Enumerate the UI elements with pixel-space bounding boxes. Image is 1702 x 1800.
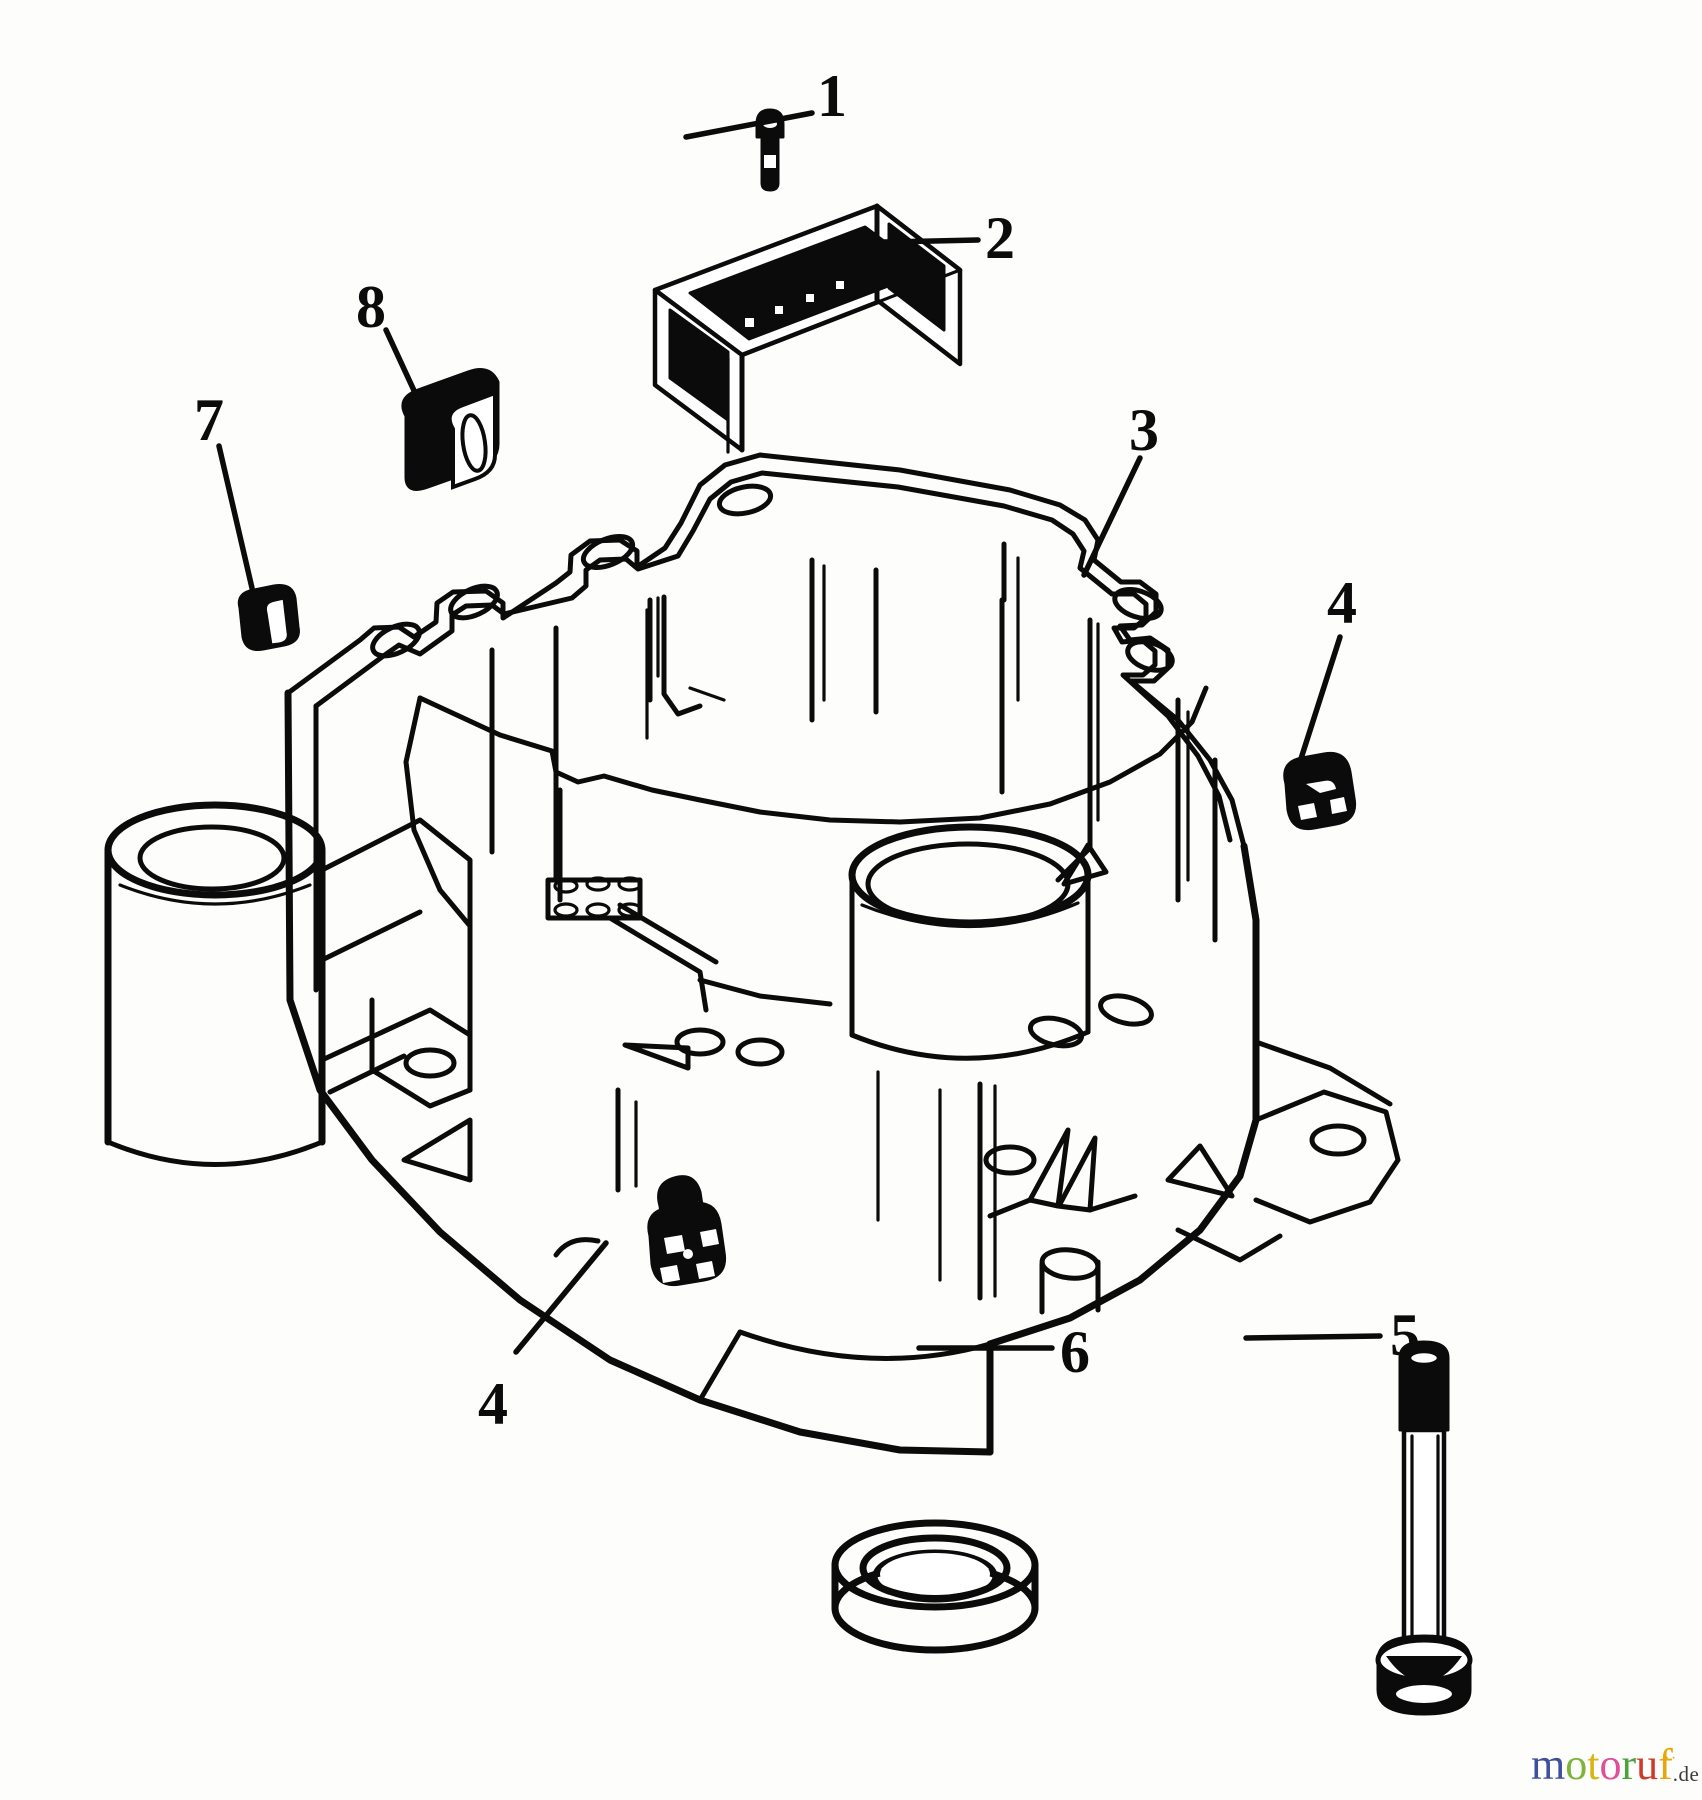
leader-8	[383, 327, 426, 413]
callout-label-6: 6	[1060, 1319, 1090, 1385]
callout-label-8: 8	[356, 274, 386, 340]
logo-letter-t: t	[1587, 1740, 1600, 1789]
leader-4b	[513, 1240, 609, 1355]
logo-letter-m: m	[1531, 1740, 1566, 1789]
leader-5	[1243, 1333, 1383, 1341]
callout-label-4-right: 4	[1327, 570, 1357, 636]
logo-letter-f: f	[1658, 1740, 1673, 1789]
logo-letter-u: u	[1636, 1740, 1659, 1789]
part-4a-plug-fitting	[1283, 751, 1357, 831]
callout-label-7: 7	[194, 387, 224, 453]
logo-suffix-de: .de	[1672, 1762, 1700, 1786]
callout-label-5: 5	[1390, 1302, 1420, 1368]
leader-2	[838, 237, 981, 246]
part-5-long-flange-bolt	[1375, 1340, 1473, 1716]
callout-leader-lines	[216, 110, 1383, 1355]
callout-label-3: 3	[1129, 397, 1159, 463]
motoruf-watermark-logo: motoruf.de ˙˙	[1531, 1742, 1699, 1795]
logo-dots: ˙˙	[1664, 1753, 1678, 1772]
logo-letter-o1: o	[1565, 1740, 1588, 1789]
leader-1	[683, 110, 815, 140]
flange-bolt-holes	[370, 483, 1175, 673]
leader-3	[1081, 455, 1143, 578]
callout-label-4-bottom: 4	[478, 1371, 508, 1437]
part-3-crankcase-housing	[104, 452, 1401, 1456]
leader-4a	[1295, 634, 1343, 771]
part-7-small-bushing	[237, 584, 300, 651]
crankshaft-bore	[848, 823, 1092, 1061]
callout-label-2: 2	[985, 205, 1015, 271]
logo-letter-o2: o	[1599, 1740, 1622, 1789]
part-8-spacer-bushing	[401, 368, 500, 491]
part-6-oil-seal-ring	[831, 1519, 1039, 1654]
callout-label-1: 1	[817, 63, 847, 129]
oil-pickup-detail	[545, 876, 643, 921]
logo-letter-r: r	[1621, 1740, 1637, 1789]
leader-7	[216, 443, 255, 591]
part-4b-plug-fitting	[647, 1201, 727, 1287]
